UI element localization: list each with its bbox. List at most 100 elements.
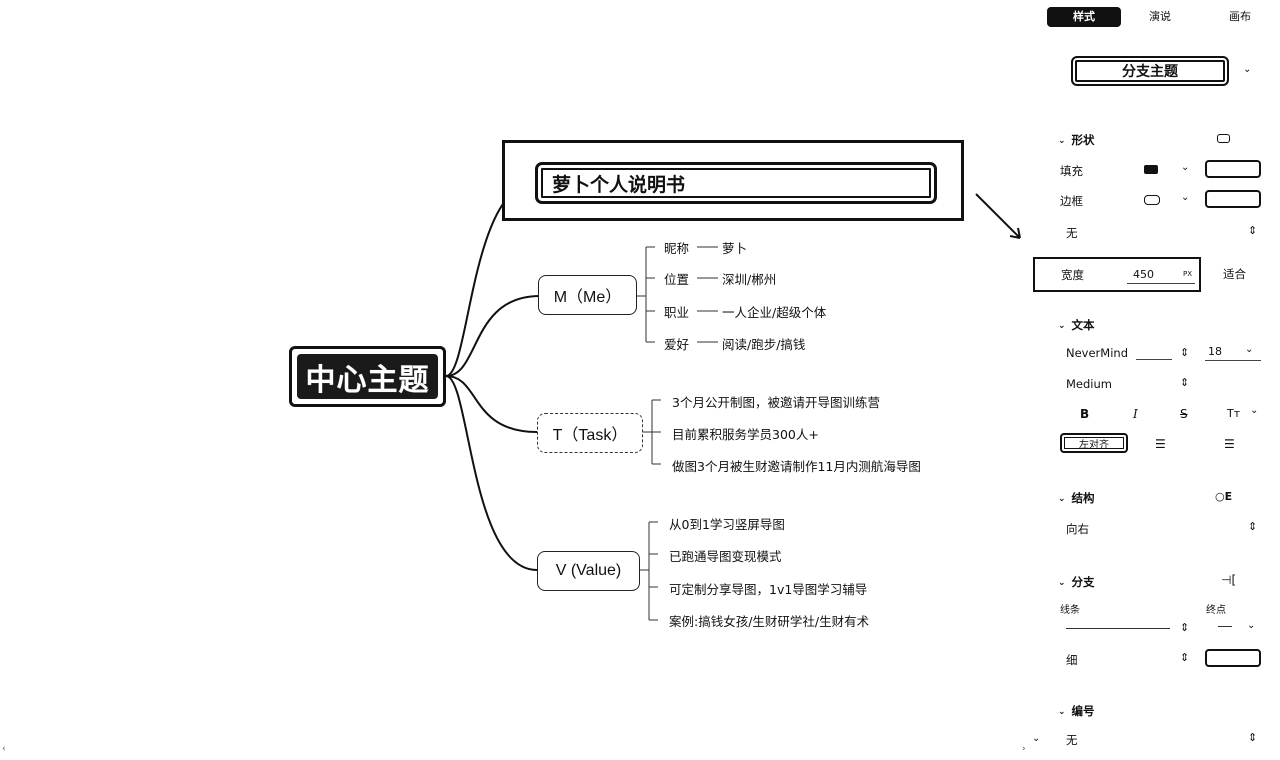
leaf-m-location-value[interactable]: 深圳/郴州: [722, 272, 777, 287]
title-topic-text: 萝卜个人说明书: [552, 173, 686, 196]
fill-label: 填充: [1060, 164, 1083, 178]
width-value: 450: [1133, 268, 1154, 281]
border-style-icon[interactable]: [1144, 195, 1160, 205]
structure-type-icon[interactable]: ○Ε: [1215, 490, 1233, 503]
leaf-m-hobby-value[interactable]: 阅读/跑步/搞钱: [722, 337, 806, 352]
end-style-preview[interactable]: [1218, 626, 1232, 627]
line-label: 线条: [1060, 605, 1080, 616]
branch-t[interactable]: T（Task）: [537, 413, 643, 453]
tab-canvas[interactable]: 画布: [1229, 10, 1251, 23]
fill-color-icon[interactable]: [1144, 165, 1158, 174]
border-color-swatch[interactable]: [1205, 190, 1261, 208]
branch-t-label: T（Task）: [552, 427, 628, 444]
leaf-m-job-value[interactable]: 一人企业/超级个体: [722, 305, 827, 320]
numbering-header-text: 编号: [1071, 704, 1095, 718]
collapse-chevron-icon: ⌄: [1058, 707, 1066, 717]
line-updown-icon[interactable]: ⇕: [1180, 621, 1190, 634]
leaf-m-hobby-key[interactable]: 爱好: [664, 337, 690, 352]
leaf-m-job-key[interactable]: 职业: [664, 305, 690, 320]
border-chevron-icon[interactable]: ⌄: [1181, 192, 1190, 203]
leaf-v-3[interactable]: 可定制分享导图，1v1导图学习辅导: [669, 582, 868, 597]
annotation-arrow: [975, 193, 1021, 239]
tab-style[interactable]: 样式: [1047, 7, 1121, 27]
leaf-t-3[interactable]: 做图3个月被生财邀请制作11月内测航海导图: [672, 459, 921, 474]
bracket-v: [640, 521, 658, 621]
text-header-text: 文本: [1071, 318, 1095, 332]
font-size-select[interactable]: 18 ⌄: [1205, 343, 1261, 361]
mindmap-canvas[interactable]: 萝卜个人说明书 中心主题 M（Me） T（Task） V (Value) 昵称 …: [0, 0, 1030, 760]
leaf-v-4[interactable]: 案例:搞钱女孩/生财研学社/生财有术: [669, 614, 870, 629]
fill-color-swatch[interactable]: [1205, 160, 1261, 178]
leaf-v-1[interactable]: 从0到1学习竖屏导图: [669, 517, 785, 532]
fill-chevron-icon[interactable]: ⌄: [1181, 162, 1190, 173]
collapse-chevron-icon: ⌄: [1058, 321, 1066, 331]
style-panel: 样式 演说 画布 分支主题 ⌄ ⌄ 形状 填充 ⌄ 边框 ⌄ 无 ⇕ 宽度 450…: [1030, 0, 1280, 760]
tab-present[interactable]: 演说: [1149, 10, 1171, 23]
branch-v[interactable]: V (Value): [537, 551, 640, 591]
structure-section-header[interactable]: ⌄ 结构: [1058, 490, 1095, 506]
italic-button[interactable]: I: [1133, 407, 1138, 421]
numbering-section-header[interactable]: ⌄ 编号: [1058, 703, 1095, 719]
align-right-icon[interactable]: ☰: [1224, 437, 1235, 451]
line-thickness-select[interactable]: 细: [1066, 653, 1078, 667]
topic-type-label: 分支主题: [1122, 64, 1178, 80]
scroll-right-icon[interactable]: ›: [1022, 744, 1026, 754]
align-center-icon[interactable]: ☰: [1155, 437, 1166, 451]
text-case-button[interactable]: Tт: [1227, 407, 1241, 420]
collapse-chevron-icon: ⌄: [1058, 494, 1066, 504]
bracket-m: [637, 246, 655, 343]
scroll-left-icon[interactable]: ‹: [2, 744, 6, 754]
align-left-button[interactable]: 左对齐: [1060, 433, 1128, 453]
topic-type-chevron-icon[interactable]: ⌄: [1243, 64, 1252, 75]
width-label: 宽度: [1061, 268, 1084, 282]
font-weight-updown-icon[interactable]: ⇕: [1180, 376, 1190, 389]
bold-button[interactable]: B: [1080, 407, 1090, 421]
text-section-header[interactable]: ⌄ 文本: [1058, 317, 1095, 333]
leaf-m-location-key[interactable]: 位置: [664, 272, 690, 287]
width-input[interactable]: 450 PX: [1127, 267, 1195, 284]
align-left-label: 左对齐: [1079, 439, 1109, 451]
leaf-t-1[interactable]: 3个月公开制图，被邀请开导图训练营: [672, 395, 880, 410]
collapse-chevron-icon: ⌄: [1058, 136, 1066, 146]
leaf-v-2[interactable]: 已跑通导图变现模式: [669, 549, 782, 564]
connector-v: [445, 375, 538, 571]
numbering-select[interactable]: 无: [1066, 733, 1078, 747]
branch-section-header[interactable]: ⌄分支: [1058, 574, 1095, 590]
leaf-m-nickname-value[interactable]: 萝卜: [722, 241, 748, 256]
structure-updown-icon[interactable]: ⇕: [1248, 520, 1258, 533]
title-topic[interactable]: 萝卜个人说明书: [535, 162, 937, 204]
font-family-underline: [1136, 359, 1172, 360]
font-family-updown-icon[interactable]: ⇕: [1180, 346, 1190, 359]
shape-header-text: 形状: [1071, 133, 1095, 147]
font-weight-select[interactable]: Medium: [1066, 377, 1112, 391]
leaf-t-2[interactable]: 目前累积服务学员300人+: [672, 427, 819, 442]
line-style-select[interactable]: 无: [1066, 226, 1078, 240]
central-topic[interactable]: 中心主题: [289, 346, 446, 407]
panel-scroll-down-icon[interactable]: ⌄: [1032, 733, 1041, 744]
shape-section-header[interactable]: ⌄ 形状: [1058, 132, 1095, 148]
branch-m-label: M（Me）: [553, 289, 622, 306]
text-case-chevron-icon[interactable]: ⌄: [1250, 405, 1259, 416]
numbering-updown-icon[interactable]: ⇕: [1248, 731, 1258, 744]
font-size-chevron-icon: ⌄: [1245, 344, 1254, 355]
central-topic-text: 中心主题: [297, 354, 438, 399]
border-label: 边框: [1060, 194, 1083, 208]
line-style-updown-icon[interactable]: ⇕: [1248, 224, 1258, 237]
line-style-preview[interactable]: [1066, 628, 1170, 629]
fit-button[interactable]: 适合: [1223, 267, 1246, 281]
topic-type-button[interactable]: 分支主题: [1071, 56, 1229, 86]
structure-header-text: 结构: [1071, 491, 1095, 505]
branch-m[interactable]: M（Me）: [538, 275, 637, 315]
branch-color-swatch[interactable]: [1205, 649, 1261, 667]
thickness-updown-icon[interactable]: ⇕: [1180, 651, 1190, 664]
annotation-arrowhead: [1009, 227, 1021, 239]
strikethrough-button[interactable]: S: [1180, 407, 1188, 421]
font-family-select[interactable]: NeverMind: [1066, 346, 1128, 360]
end-chevron-icon[interactable]: ⌄: [1247, 620, 1256, 631]
structure-select[interactable]: 向右: [1066, 522, 1089, 536]
leaf-m-nickname-key[interactable]: 昵称: [664, 241, 690, 256]
collapse-chevron-icon: ⌄: [1058, 578, 1066, 588]
shape-rect-icon[interactable]: [1217, 134, 1230, 143]
width-unit: PX: [1183, 270, 1193, 278]
branch-style-icon[interactable]: ⊣[: [1221, 573, 1237, 587]
